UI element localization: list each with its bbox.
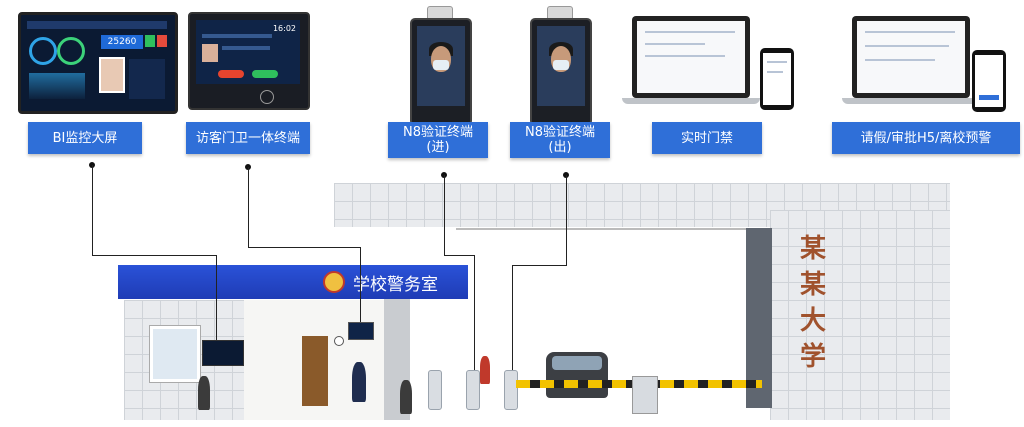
- turnstile: [504, 370, 518, 410]
- bi-gauge-icon: [29, 37, 57, 65]
- doc-line: [767, 71, 783, 73]
- turnstile: [428, 370, 442, 410]
- vt-time: 16:02: [272, 24, 296, 33]
- mask: [553, 60, 569, 70]
- connector: [92, 165, 93, 255]
- bi-tile: [145, 35, 155, 47]
- doc-line: [645, 31, 735, 33]
- vt-reject-button: [218, 70, 244, 78]
- access-phone: [760, 48, 794, 110]
- label-bi: BI监控大屏: [28, 122, 142, 154]
- label-access: 实时门禁: [652, 122, 762, 154]
- university-char: 学: [800, 342, 827, 372]
- leave-laptop-screen: [857, 21, 965, 93]
- wall-visitor-terminal: [348, 322, 374, 340]
- label-n8-out-line2: (出): [548, 140, 572, 155]
- connector: [444, 255, 474, 256]
- n8-out-terminal: [530, 18, 592, 126]
- vt-line: [222, 46, 270, 50]
- bi-portrait: [99, 57, 125, 93]
- guardhouse-door: [302, 336, 328, 406]
- gate-inner-pillar: [742, 228, 772, 408]
- vt-avatar: [202, 44, 218, 62]
- vt-line: [202, 34, 272, 38]
- gate-right-pillar: [770, 210, 950, 420]
- connector: [474, 255, 475, 370]
- bi-dashboard-screen: 25260: [18, 12, 178, 114]
- doc-line: [865, 45, 949, 47]
- connector: [248, 247, 360, 248]
- visitor-terminal-screen: 16:02: [196, 20, 300, 84]
- access-phone-screen: [763, 53, 791, 105]
- guardhouse-window: [149, 325, 201, 383]
- access-laptop-screen: [637, 21, 745, 93]
- connector: [248, 167, 249, 247]
- leave-laptop-base: [842, 98, 980, 104]
- connector: [512, 265, 567, 266]
- connector: [512, 265, 513, 370]
- doc-line: [645, 43, 705, 45]
- barrier-box: [632, 376, 658, 414]
- gate-top-wall: [334, 183, 950, 227]
- person: [198, 376, 210, 410]
- police-sign: 学校警务室: [118, 265, 468, 299]
- car-windshield: [552, 356, 602, 370]
- leave-phone: [972, 50, 1006, 112]
- label-n8-out: N8验证终端 (出): [510, 122, 610, 158]
- phone-button: [979, 95, 999, 100]
- bi-header-bar: [27, 21, 167, 29]
- n8-out-screen: [537, 26, 585, 106]
- access-laptop-base: [622, 98, 760, 104]
- bi-area-chart: [29, 73, 85, 99]
- connector: [216, 255, 217, 340]
- vt-accept-button: [252, 70, 278, 78]
- leave-laptop: [852, 16, 970, 98]
- leave-phone-screen: [975, 55, 1003, 107]
- bi-panel: [129, 59, 165, 99]
- n8-in-screen: [417, 26, 465, 106]
- connector: [360, 247, 361, 322]
- label-n8-out-line1: N8验证终端: [525, 125, 595, 140]
- visitor-terminal: 16:02: [188, 12, 310, 110]
- connector: [444, 175, 445, 255]
- n8-in-terminal: [410, 18, 472, 126]
- doc-line: [865, 31, 955, 33]
- bi-count: 25260: [101, 35, 143, 49]
- mask: [433, 60, 449, 70]
- connector: [566, 175, 567, 265]
- label-visitor: 访客门卫一体终端: [186, 122, 310, 154]
- doc-line: [645, 55, 725, 57]
- connector: [92, 255, 216, 256]
- label-n8-in-line1: N8验证终端: [403, 125, 473, 140]
- university-char: 某: [800, 270, 827, 300]
- label-n8-in: N8验证终端 (进): [388, 122, 488, 158]
- police-sign-text: 学校警务室: [353, 274, 438, 295]
- person: [400, 380, 412, 414]
- clock-icon: [334, 336, 344, 346]
- wall-bi-screen: [202, 340, 244, 366]
- vt-scan-icon: [260, 90, 274, 104]
- access-laptop: [632, 16, 750, 98]
- police-badge-icon: [323, 271, 345, 293]
- bi-gauge-icon: [57, 37, 85, 65]
- guard: [352, 362, 366, 402]
- person: [480, 356, 490, 384]
- bi-tile: [157, 35, 167, 47]
- doc-line: [865, 59, 935, 61]
- doc-line: [767, 61, 787, 63]
- university-char: 大: [800, 306, 827, 336]
- university-char: 某: [800, 234, 827, 264]
- turnstile: [466, 370, 480, 410]
- label-n8-in-line2: (进): [426, 140, 450, 155]
- label-leave: 请假/审批H5/离校预警: [832, 122, 1020, 154]
